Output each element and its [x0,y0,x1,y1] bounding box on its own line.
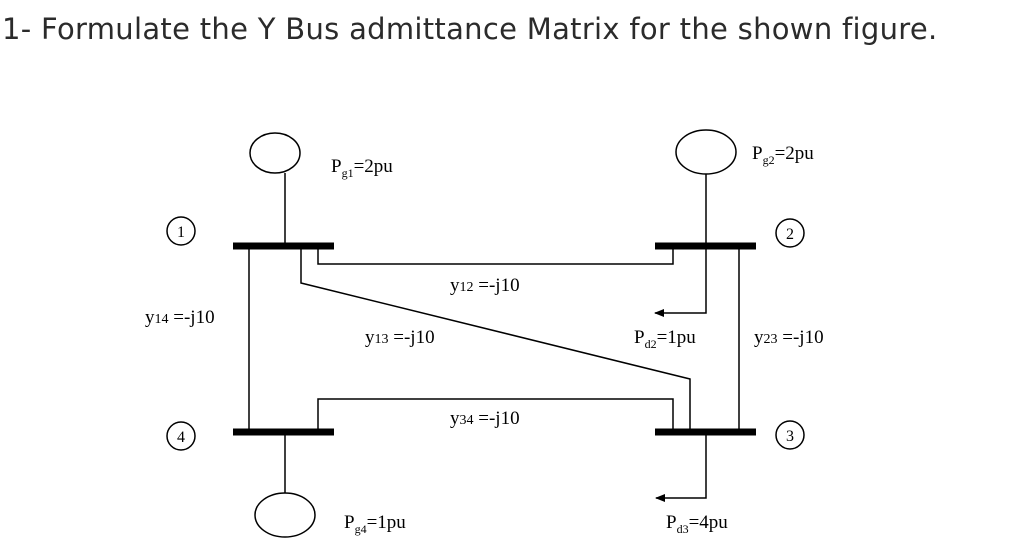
bus-3-label: 3 [775,420,805,450]
line-1-2 [317,246,674,265]
question-title: 1- Formulate the Y Bus admittance Matrix… [2,12,938,46]
bus-4-label: 4 [166,421,196,451]
line-3-4 [317,398,674,432]
line-2-3-admittance: y23 =-j10 [754,327,824,348]
generator-1-label: Pg1=2pu [331,156,393,180]
line-1-3-admittance: y13 =-j10 [365,327,435,348]
line-3-4-admittance: y34 =-j10 [450,408,520,429]
generator-2-label: Pg2=2pu [752,143,814,167]
bus-1-label: 1 [166,216,196,246]
generator-2-icon [675,129,737,175]
load-d3-arrow [655,432,707,502]
svg-text:1: 1 [177,224,185,241]
load-d2-label: Pd2=1pu [634,327,696,351]
line-1-3 [300,246,691,432]
bus-2-label: 2 [775,218,805,248]
generator-4-icon [254,492,316,538]
generator-4-label: Pg4=1pu [344,512,406,536]
svg-text:4: 4 [177,429,185,446]
svg-text:3: 3 [786,428,794,445]
svg-text:2: 2 [786,226,794,243]
load-d3-label: Pd3=4pu [666,512,728,536]
line-1-4-admittance: y14 =-j10 [145,307,215,328]
generator-1-icon [249,132,301,174]
load-d2-arrow [654,246,707,317]
line-1-2-admittance: y12 =-j10 [450,275,520,296]
